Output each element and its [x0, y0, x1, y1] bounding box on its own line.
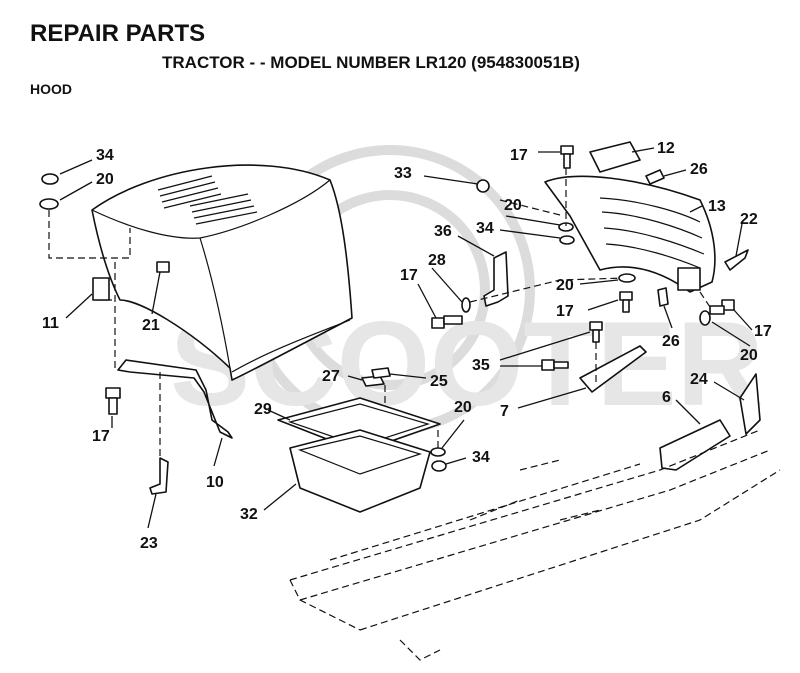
rod-10-part	[117, 359, 233, 439]
callout-24: 24	[690, 371, 708, 388]
part-25	[371, 367, 391, 379]
nut-34-part	[41, 173, 59, 185]
hood-part	[91, 164, 353, 381]
page-title: REPAIR PARTS	[30, 20, 206, 47]
clip-26-part	[645, 169, 665, 185]
callout-26: 26	[690, 161, 708, 178]
screen-12-part	[589, 141, 641, 173]
callout-35: 35	[472, 357, 490, 374]
callout-25: 25	[430, 373, 448, 390]
nut-34-mid-part	[559, 235, 575, 245]
callout-26: 26	[662, 333, 680, 350]
callout-29: 29	[254, 401, 272, 418]
nut-34-bottom-part	[431, 460, 447, 472]
callout-7: 7	[500, 403, 509, 420]
callout-12: 12	[657, 140, 675, 157]
bolt-17-left-part	[431, 315, 463, 329]
callout-17: 17	[556, 303, 574, 320]
lockwasher-28-part	[461, 297, 471, 313]
grille-13-part	[544, 175, 716, 293]
callout-22: 22	[740, 211, 758, 228]
bolt-17-top-part	[560, 145, 574, 169]
leader-lines	[59, 147, 753, 529]
callout-20: 20	[740, 347, 758, 364]
washer-20-right-part	[618, 273, 636, 283]
bolt-17-part	[105, 387, 121, 415]
callout-34: 34	[476, 220, 494, 237]
callout-20: 20	[556, 277, 574, 294]
latch-11-part	[92, 277, 110, 301]
callout-36: 36	[434, 223, 452, 240]
callout-34: 34	[96, 147, 114, 164]
callout-10: 10	[206, 474, 224, 491]
callout-13: 13	[708, 198, 726, 215]
callout-20: 20	[504, 197, 522, 214]
bracket-22-part	[724, 249, 749, 271]
washer-20-bottom-part	[430, 447, 446, 457]
bolt-17-right-part	[709, 299, 735, 315]
callout-33: 33	[394, 165, 412, 182]
section-label: HOOD	[30, 81, 72, 97]
washer-20-right-lower-part	[699, 310, 711, 326]
washer-20-part	[39, 198, 59, 210]
callout-17: 17	[754, 323, 772, 340]
callout-20: 20	[96, 171, 114, 188]
callout-labels: 34 20 11 21 17 10 23 33 17 12 26 13 20 3…	[42, 140, 772, 552]
callout-17: 17	[400, 267, 418, 284]
callout-32: 32	[240, 506, 258, 523]
bolt-17-center-part	[619, 291, 633, 313]
callout-28: 28	[428, 252, 446, 269]
callout-20: 20	[454, 399, 472, 416]
callout-11: 11	[42, 315, 59, 332]
frame-outline	[289, 429, 781, 661]
bracket-36-part	[483, 251, 509, 307]
bumper-33-part	[476, 179, 490, 193]
callout-21: 21	[142, 317, 160, 334]
callout-34: 34	[472, 449, 490, 466]
callout-17: 17	[510, 147, 528, 164]
callout-17: 17	[92, 428, 110, 445]
bracket-23-part	[149, 457, 169, 495]
bracket-24-part	[739, 373, 761, 435]
callout-23: 23	[140, 535, 158, 552]
dash-console-32-part	[289, 429, 431, 513]
clip-21-part	[156, 261, 170, 273]
clip-26-lower-part	[657, 287, 669, 307]
callout-27: 27	[322, 368, 340, 385]
callout-6: 6	[662, 389, 671, 406]
model-subtitle: TRACTOR - - MODEL NUMBER LR120 (95483005…	[162, 53, 580, 72]
